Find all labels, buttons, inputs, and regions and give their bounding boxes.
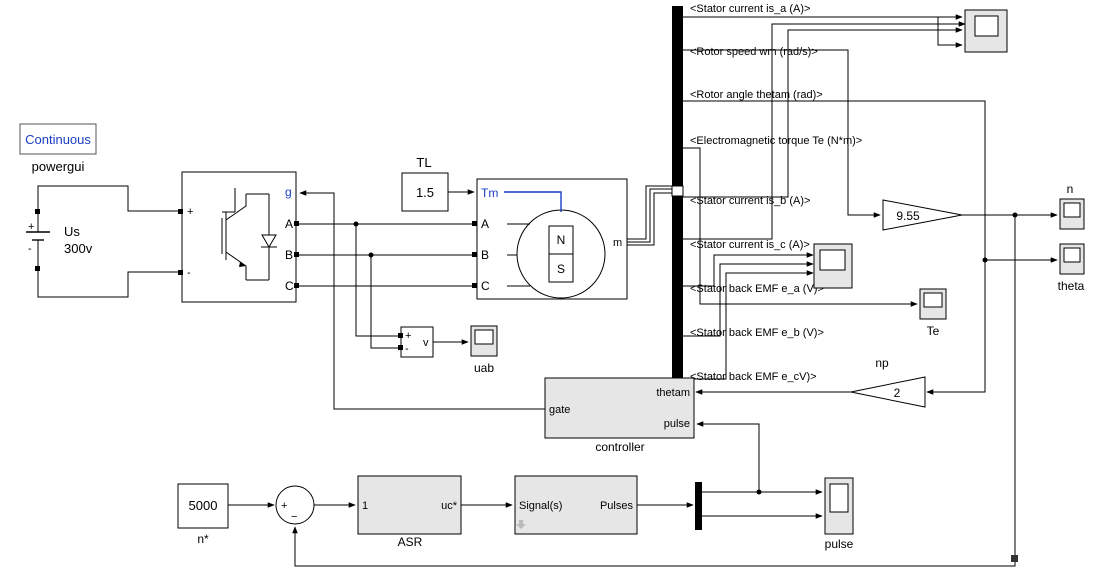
controller-port-thetam: thetam bbox=[656, 387, 690, 399]
bus-label-8: <Stator back EMF e_b (V)> bbox=[690, 327, 824, 339]
bus-label-5: <Stator current is_b (A)> bbox=[690, 195, 810, 207]
controller-port-gate: gate bbox=[549, 404, 570, 416]
source-plus: + bbox=[28, 221, 34, 233]
motor-block[interactable] bbox=[476, 178, 628, 300]
scope-uab[interactable] bbox=[470, 325, 498, 357]
tl-constant-block[interactable]: 1.5 bbox=[401, 172, 449, 212]
inverter-port-g: g bbox=[285, 185, 292, 199]
bus-label-4: <Electromagnetic torque Te (N*m)> bbox=[690, 135, 862, 147]
scope-currents-emf[interactable] bbox=[813, 243, 853, 289]
pwm-port-out: Pulses bbox=[600, 500, 634, 512]
voltmeter-minus: - bbox=[405, 343, 409, 355]
speed-ref-caption: n* bbox=[197, 532, 209, 546]
motor-port-a: A bbox=[481, 217, 489, 231]
asr-port-in: 1 bbox=[362, 500, 368, 512]
tl-value: 1.5 bbox=[416, 185, 434, 200]
gain-np-caption: np bbox=[875, 356, 889, 370]
source-value: 300v bbox=[64, 241, 93, 256]
asr-port-out: uc* bbox=[441, 500, 458, 512]
bus-label-7: <Stator back EMF e_a (V)> bbox=[690, 283, 824, 295]
inverter-port-plus: + bbox=[187, 206, 193, 218]
scope-te[interactable] bbox=[919, 288, 947, 320]
motor-port-tm: Tm bbox=[481, 186, 498, 200]
asr-caption: ASR bbox=[398, 535, 423, 549]
inverter-block[interactable] bbox=[181, 171, 297, 303]
bus-selector[interactable] bbox=[671, 6, 684, 379]
powergui-text: Continuous bbox=[25, 132, 91, 147]
sum-plus: + bbox=[281, 500, 287, 512]
inverter-port-minus: - bbox=[187, 267, 191, 279]
inverter-port-a: A bbox=[285, 217, 293, 231]
scope-currents-ab[interactable] bbox=[964, 9, 1008, 53]
scope-pulse-caption: pulse bbox=[825, 537, 854, 551]
pulse-demux[interactable] bbox=[695, 482, 702, 530]
powergui-block[interactable]: Continuous bbox=[19, 123, 97, 155]
scope-te-caption: Te bbox=[927, 324, 940, 338]
gain-np-block[interactable]: 2 bbox=[850, 376, 926, 408]
controller-block[interactable] bbox=[544, 377, 695, 439]
motor-pole-s: S bbox=[557, 262, 565, 276]
powergui-caption: powergui bbox=[32, 159, 85, 174]
sum-minus: − bbox=[291, 511, 297, 523]
controller-port-pulse: pulse bbox=[664, 418, 690, 430]
motor-port-b: B bbox=[481, 248, 489, 262]
speed-ref-block[interactable]: 5000 bbox=[177, 483, 229, 529]
controller-caption: controller bbox=[595, 440, 644, 454]
pwm-port-in: Signal(s) bbox=[519, 500, 562, 512]
pwm-generator-block[interactable] bbox=[514, 475, 638, 535]
gain-speed-block[interactable]: 9.55 bbox=[882, 199, 963, 231]
inverter-port-c: C bbox=[285, 279, 294, 293]
dc-source[interactable] bbox=[26, 185, 178, 298]
voltmeter-block[interactable] bbox=[400, 326, 434, 358]
bus-label-9: <Stator back EMF e_cV)> bbox=[690, 371, 817, 383]
gain-speed-value: 9.55 bbox=[896, 209, 920, 223]
source-minus: - bbox=[28, 243, 32, 255]
speed-ref-value: 5000 bbox=[189, 498, 218, 513]
scope-theta-caption: theta bbox=[1058, 279, 1085, 293]
scope-pulse[interactable] bbox=[824, 477, 854, 535]
scope-n[interactable] bbox=[1059, 198, 1085, 230]
inverter-port-b: B bbox=[285, 248, 293, 262]
scope-uab-caption: uab bbox=[474, 361, 494, 375]
gain-np-value: 2 bbox=[894, 386, 901, 400]
bus-label-2: <Rotor speed wm (rad/s)> bbox=[690, 46, 818, 58]
motor-port-c: C bbox=[481, 279, 490, 293]
tl-caption: TL bbox=[416, 155, 431, 170]
motor-pole-n: N bbox=[557, 233, 566, 247]
bus-label-6: <Stator current is_c (A)> bbox=[690, 239, 810, 251]
motor-port-m: m bbox=[613, 237, 622, 249]
voltmeter-plus: + bbox=[405, 330, 411, 342]
voltmeter-out: v bbox=[423, 337, 429, 349]
source-name: Us bbox=[64, 224, 80, 239]
scope-n-caption: n bbox=[1067, 182, 1074, 196]
bus-label-1: <Stator current is_a (A)> bbox=[690, 3, 810, 15]
scope-theta[interactable] bbox=[1059, 243, 1085, 275]
bus-label-3: <Rotor angle thetam (rad)> bbox=[690, 89, 823, 101]
